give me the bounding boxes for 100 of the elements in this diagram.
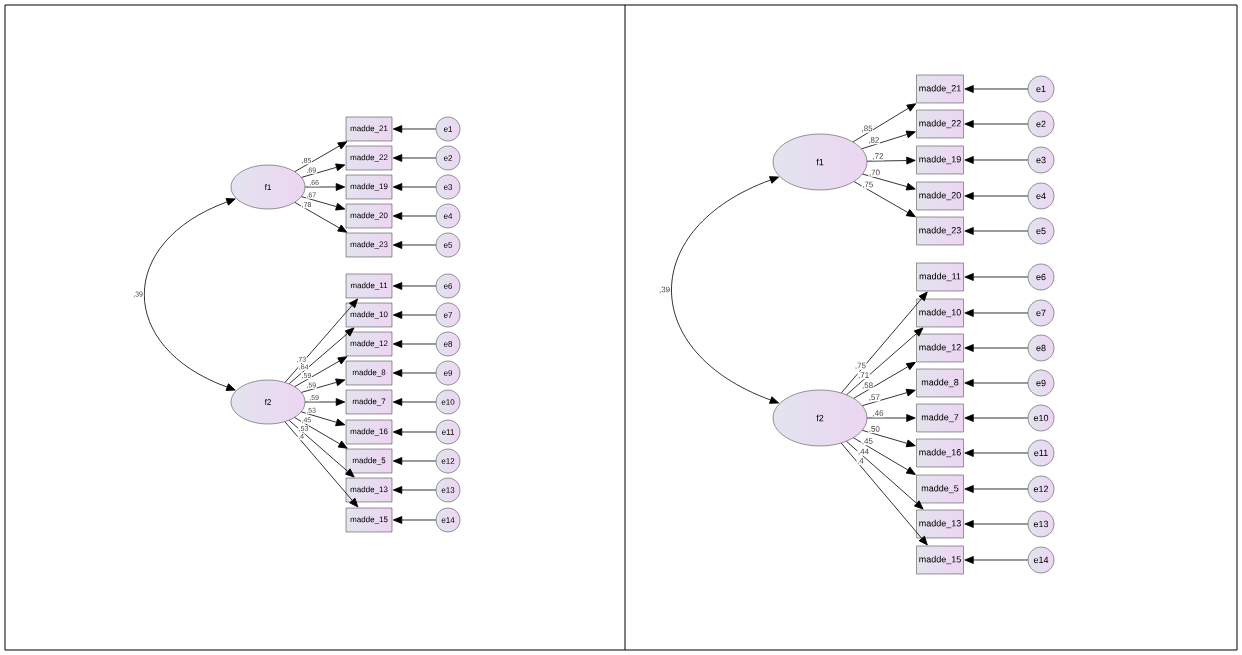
edge-label: ,46 [871,409,885,418]
edge-label: ,50 [868,425,881,434]
arrow [294,417,348,449]
arrow [964,414,1029,422]
variable-box: madde_15 [916,545,964,575]
arrow [964,85,1029,93]
edge-label: ,44 [857,448,870,456]
arrow [853,361,916,399]
variable-box: madde_19 [345,174,393,200]
variable-box: madde_11 [916,262,964,292]
variable-box: madde_16 [916,438,964,468]
arrow [301,378,346,393]
arrow [964,379,1029,387]
arrow [301,196,346,211]
arrow [392,282,437,290]
arrow [284,421,359,508]
arrow [294,356,348,387]
variable-box: madde_22 [345,145,393,171]
arrow [861,130,916,150]
arrow [846,327,924,396]
variable-box: madde_13 [916,509,964,539]
variable-box: madde_11 [345,273,393,299]
variable-box: madde_12 [916,333,964,363]
edge-label: ,71 [857,371,870,380]
edge-label: ,85 [861,125,874,133]
arrow [964,309,1029,317]
arrow [964,449,1029,457]
variable-box: madde_7 [916,403,964,433]
arrow [852,103,917,143]
variable-box: madde_12 [345,331,393,357]
edge-label: ,82 [867,136,880,145]
variable-box: madde_16 [345,419,393,445]
edge-label: ,4 [856,457,865,466]
arrow [304,398,346,406]
arrow [392,241,437,249]
arrow [964,120,1029,128]
arrow [964,520,1029,528]
arrow [964,227,1029,235]
arrow [294,141,348,172]
arrow [284,298,359,383]
arrow [392,369,437,377]
arrow [392,340,437,348]
arrow [392,516,437,524]
edge-label: ,57 [868,393,881,402]
arrow [143,198,236,391]
arrow [392,486,437,494]
variable-box: madde_10 [345,302,393,328]
arrow [866,414,916,422]
variable-box: madde_23 [345,232,393,258]
variable-box: madde_8 [345,360,393,386]
arrow [964,485,1029,493]
variable-box: madde_8 [916,368,964,398]
arrow [840,442,928,546]
arrow [392,457,437,465]
variable-box: madde_7 [345,389,393,415]
arrow [853,181,916,218]
arrow [671,176,780,404]
arrow [392,212,437,220]
variable-box: madde_5 [916,474,964,504]
arrow [392,154,437,162]
edge-label: ,58 [861,381,874,390]
arrow [392,125,437,133]
variable-box: madde_10 [916,298,964,328]
arrow [964,556,1029,564]
arrow [853,437,916,475]
arrow [841,291,928,394]
arrow [964,344,1029,352]
arrow [294,202,348,233]
arrow [301,163,346,178]
arrow [964,273,1029,281]
arrow [304,183,346,191]
variable-box: madde_20 [916,181,964,211]
arrow [392,311,437,319]
variable-box: madde_21 [916,74,964,104]
arrow [288,327,355,385]
arrow [300,411,346,427]
edge-label: ,72 [871,152,885,161]
arrow [392,183,437,191]
edge-label: ,39 [658,286,671,294]
edge-label: ,45 [861,437,874,446]
variable-box: madde_20 [345,203,393,229]
variable-box: madde_5 [345,448,393,474]
arrow [846,440,924,510]
arrow [392,398,437,406]
variable-box: madde_15 [345,507,393,533]
edge-label: ,75 [854,362,867,370]
variable-box: madde_23 [916,216,964,246]
arrow [964,192,1029,200]
arrow [862,388,916,406]
variable-box: madde_19 [916,145,964,175]
arrow [964,156,1029,164]
variable-box: madde_21 [345,116,393,142]
arrow [288,419,355,478]
variable-box: madde_13 [345,477,393,503]
edge-label: ,75 [861,181,874,189]
arrow [392,428,437,436]
edge-label: ,70 [868,169,881,177]
arrow [862,173,916,191]
arrow [862,429,916,448]
variable-box: madde_22 [916,109,964,139]
